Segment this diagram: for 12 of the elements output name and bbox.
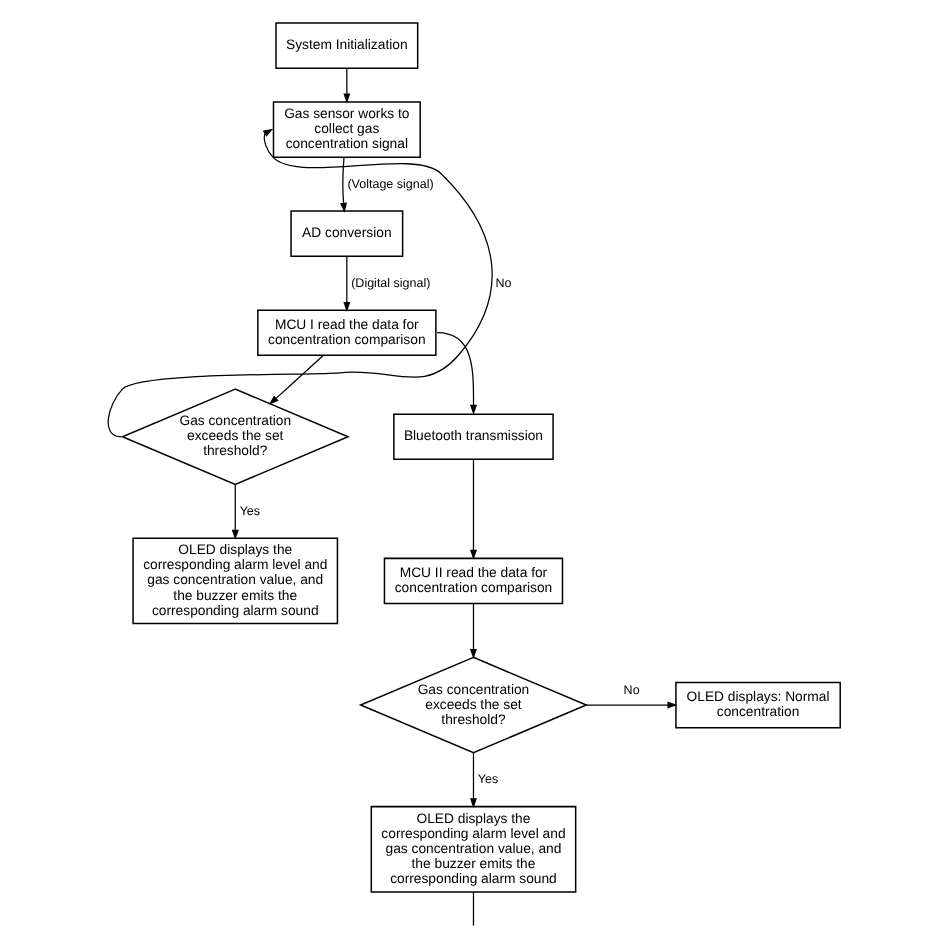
arrow — [340, 155, 348, 212]
arrow — [268, 353, 324, 404]
arrow — [469, 602, 477, 658]
arrow — [585, 700, 678, 708]
arrow — [107, 127, 493, 437]
arrow — [231, 482, 239, 539]
arrow — [343, 66, 351, 103]
arrow — [469, 457, 477, 559]
arrow — [436, 331, 477, 414]
arrow — [469, 751, 477, 808]
arrow — [343, 254, 351, 311]
connector — [472, 890, 475, 926]
